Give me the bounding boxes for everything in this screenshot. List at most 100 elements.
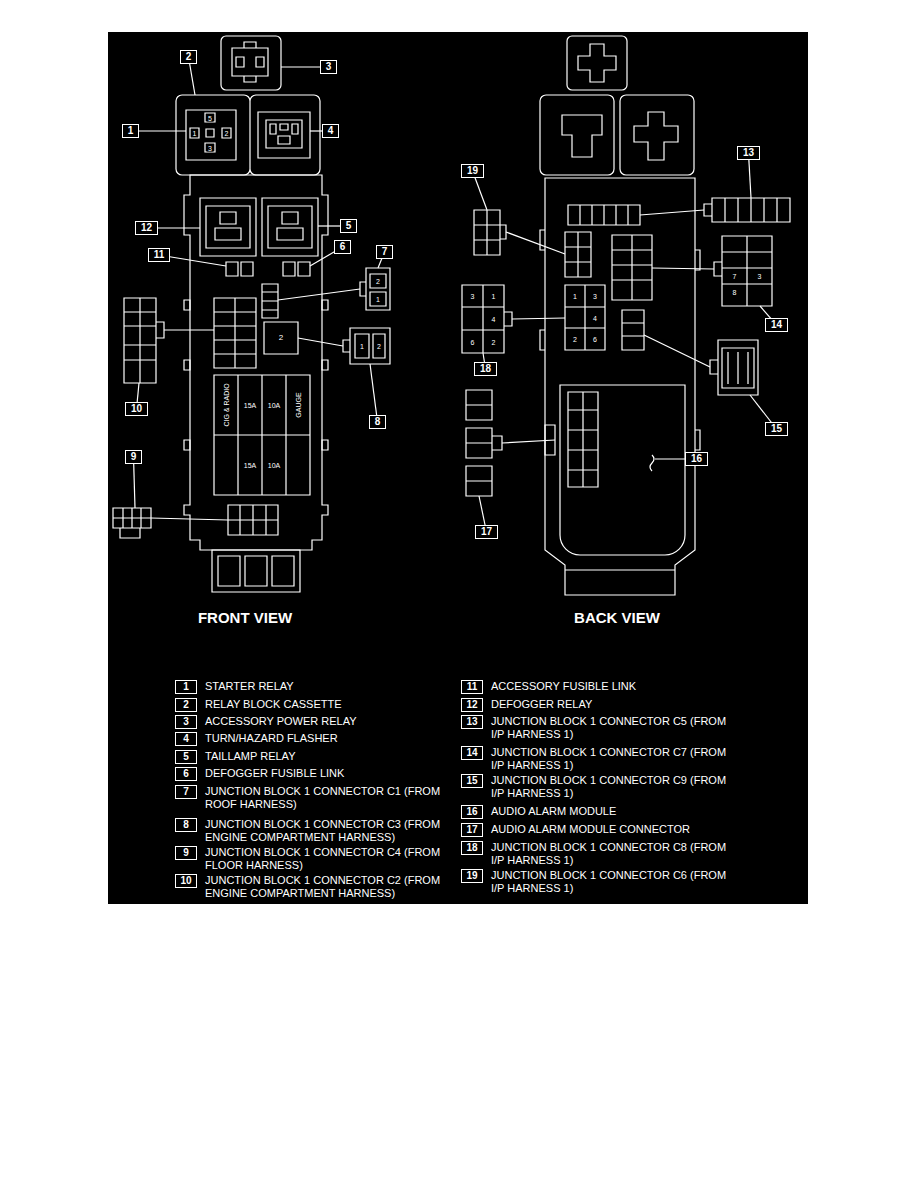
leader-line [278, 289, 360, 300]
legend-number: 1 [175, 680, 197, 694]
callout-box: 5 [340, 219, 357, 233]
connector-c5 [704, 198, 790, 222]
legend-text: JUNCTION BLOCK 1 CONNECTOR C4 (FROM FLOO… [205, 846, 455, 872]
pin-number: 2 [278, 334, 284, 342]
leader-line [512, 318, 565, 319]
callout-box: 9 [125, 450, 142, 464]
callout-number: 11 [150, 249, 169, 260]
legend-number: 12 [461, 698, 483, 712]
callout-box: 18 [474, 362, 497, 376]
callout-box: 4 [322, 124, 339, 138]
legend-entry: 6 DEFOGGER FUSIBLE LINK [175, 767, 455, 781]
connector-c3 [343, 328, 390, 364]
pin-number: 6 [592, 336, 598, 343]
pin-number: 4 [592, 314, 598, 321]
legend-entry: 15JUNCTION BLOCK 1 CONNECTOR C9 (FROM I/… [461, 774, 741, 800]
legend-number: 17 [461, 823, 483, 837]
relay-sockets [200, 198, 318, 256]
pin-number: 1 [359, 343, 365, 350]
fuse-label: CIG & RADIO [223, 382, 230, 427]
legend-number: 19 [461, 869, 483, 883]
fuse-block [214, 375, 310, 495]
leader-line [298, 338, 343, 346]
legend-text: JUNCTION BLOCK 1 CONNECTOR C2 (FROM ENGI… [205, 874, 455, 900]
back-sockets [545, 205, 652, 455]
callout-number: 14 [767, 319, 786, 330]
callout-box: 3 [320, 60, 337, 74]
callout-number: 16 [687, 453, 706, 464]
callout-box: 11 [148, 248, 170, 262]
relay-cassette [176, 95, 320, 175]
callout-number: 9 [127, 451, 141, 462]
callout-box: 14 [765, 318, 788, 332]
callout-number: 8 [371, 416, 385, 427]
legend-entry: 14JUNCTION BLOCK 1 CONNECTOR C7 (FROM I/… [461, 746, 741, 772]
legend-entry: 5 TAILLAMP RELAY [175, 750, 455, 764]
legend-entry: 17 AUDIO ALARM MODULE CONNECTOR [461, 823, 741, 837]
pin-number: 8 [732, 289, 738, 296]
leader-line [502, 440, 555, 443]
callout-number: 3 [322, 61, 336, 72]
fuse-label: 15A [243, 462, 257, 469]
callout-number: 1 [124, 125, 138, 136]
legend-number: 2 [175, 698, 197, 712]
pin-number: 2 [376, 343, 382, 350]
legend-number: 18 [461, 841, 483, 855]
pin-number: 3 [207, 144, 213, 151]
leader-line [134, 457, 136, 508]
legend-number: 16 [461, 805, 483, 819]
fuse-label: 10A [267, 462, 281, 469]
fuse-label: 15A [243, 402, 257, 409]
legend-text: AUDIO ALARM MODULE CONNECTOR [491, 823, 741, 836]
callout-box: 15 [765, 422, 788, 436]
callout-number: 2 [182, 51, 196, 62]
callout-number: 18 [476, 363, 495, 374]
fuse-label: 10A [267, 402, 281, 409]
callout-number: 19 [463, 165, 482, 176]
pin-number: 2 [375, 278, 381, 285]
alarm-connector [466, 390, 502, 496]
callout-number: 17 [477, 526, 496, 537]
fuse-label: GAUGE [295, 391, 302, 418]
accessory-relay-housing [221, 36, 281, 90]
pin-number: 1 [192, 130, 198, 137]
pin-number: 1 [572, 293, 578, 300]
legend-text: AUDIO ALARM MODULE [491, 805, 741, 818]
legend-number: 8 [175, 818, 197, 832]
legend-number: 15 [461, 774, 483, 788]
callout-box: 6 [334, 240, 351, 254]
callout-number: 7 [378, 246, 392, 257]
legend-entry: 10JUNCTION BLOCK 1 CONNECTOR C2 (FROM EN… [175, 874, 455, 900]
callout-box: 16 [685, 452, 708, 466]
connector-c2 [124, 298, 164, 383]
starter-relay [186, 110, 236, 160]
legend-text: JUNCTION BLOCK 1 CONNECTOR C8 (FROM I/P … [491, 841, 741, 867]
legend-text: ACCESSORY FUSIBLE LINK [491, 680, 741, 693]
connector-c7 [714, 236, 772, 306]
alarm-module-bay [560, 385, 685, 555]
pin-number: 7 [732, 273, 738, 280]
view-title: FRONT VIEW [197, 610, 293, 625]
legend-entry: 13JUNCTION BLOCK 1 CONNECTOR C5 (FROM I/… [461, 715, 741, 741]
legend-number: 6 [175, 767, 197, 781]
flasher [258, 112, 310, 158]
legend-text: TAILLAMP RELAY [205, 750, 455, 763]
leader-line [652, 268, 714, 269]
legend-entry: 4TURN/HAZARD FLASHER [175, 732, 455, 746]
legend-text: DEFOGGER FUSIBLE LINK [205, 767, 455, 780]
callout-number: 15 [767, 423, 786, 434]
pin-number: 2 [491, 338, 497, 345]
legend-number: 5 [175, 750, 197, 764]
legend-text: ACCESSORY POWER RELAY [205, 715, 455, 728]
leader-lines [131, 57, 777, 532]
legend-entry: 2RELAY BLOCK CASSETTE [175, 698, 455, 712]
junction-block-back [540, 178, 700, 595]
junction-block-body [184, 175, 328, 550]
legend-text: JUNCTION BLOCK 1 CONNECTOR C6 (FROM I/P … [491, 869, 741, 895]
legend-text: JUNCTION BLOCK 1 CONNECTOR C3 (FROM ENGI… [205, 818, 455, 844]
legend-text: STARTER RELAY [205, 680, 455, 693]
pin-number: 6 [470, 338, 476, 345]
callout-number: 10 [127, 403, 146, 414]
